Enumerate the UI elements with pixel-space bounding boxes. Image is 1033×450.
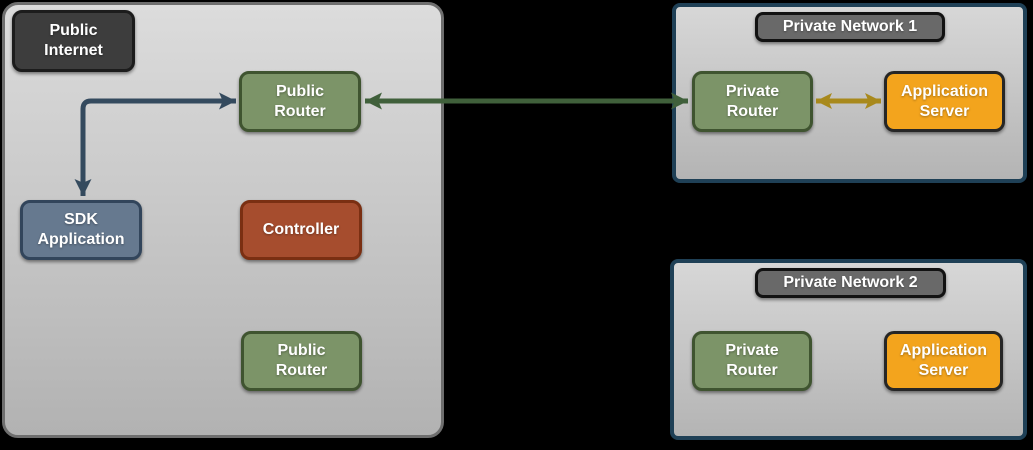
node-pn1-application-server: Application Server [884,71,1005,132]
private-network-2-label: Private Network 2 [755,268,946,298]
node-label: Application Server [899,342,988,379]
node-public-router-bottom: Public Router [241,331,362,391]
node-sdk-application: SDK Application [20,200,142,260]
node-controller: Controller [240,200,362,260]
node-label: Public Router [275,342,328,379]
node-label: SDK Application [37,211,125,248]
zone-private-network-2: Private Network 2 Private Router Applica… [670,259,1027,440]
public-internet-label-text: Public Internet [44,22,103,59]
node-pn2-private-router: Private Router [692,331,812,391]
node-public-router-top: Public Router [239,71,361,132]
node-label: Application Server [900,82,989,120]
private-network-1-label: Private Network 1 [755,12,945,42]
node-label: Controller [262,221,340,238]
node-pn1-private-router: Private Router [692,71,813,132]
private-network-2-label-text: Private Network 2 [783,274,918,291]
zone-private-network-1: Private Network 1 Private Router Applica… [672,3,1027,183]
node-label: Private Router [725,82,780,120]
private-network-1-label-text: Private Network 1 [782,18,918,35]
node-label: Public Router [274,82,326,120]
node-label: Private Router [725,342,779,379]
public-internet-label: Public Internet [12,10,135,72]
zone-public-internet: Public Internet Public Router SDK Applic… [2,2,444,438]
node-pn2-application-server: Application Server [884,331,1003,391]
